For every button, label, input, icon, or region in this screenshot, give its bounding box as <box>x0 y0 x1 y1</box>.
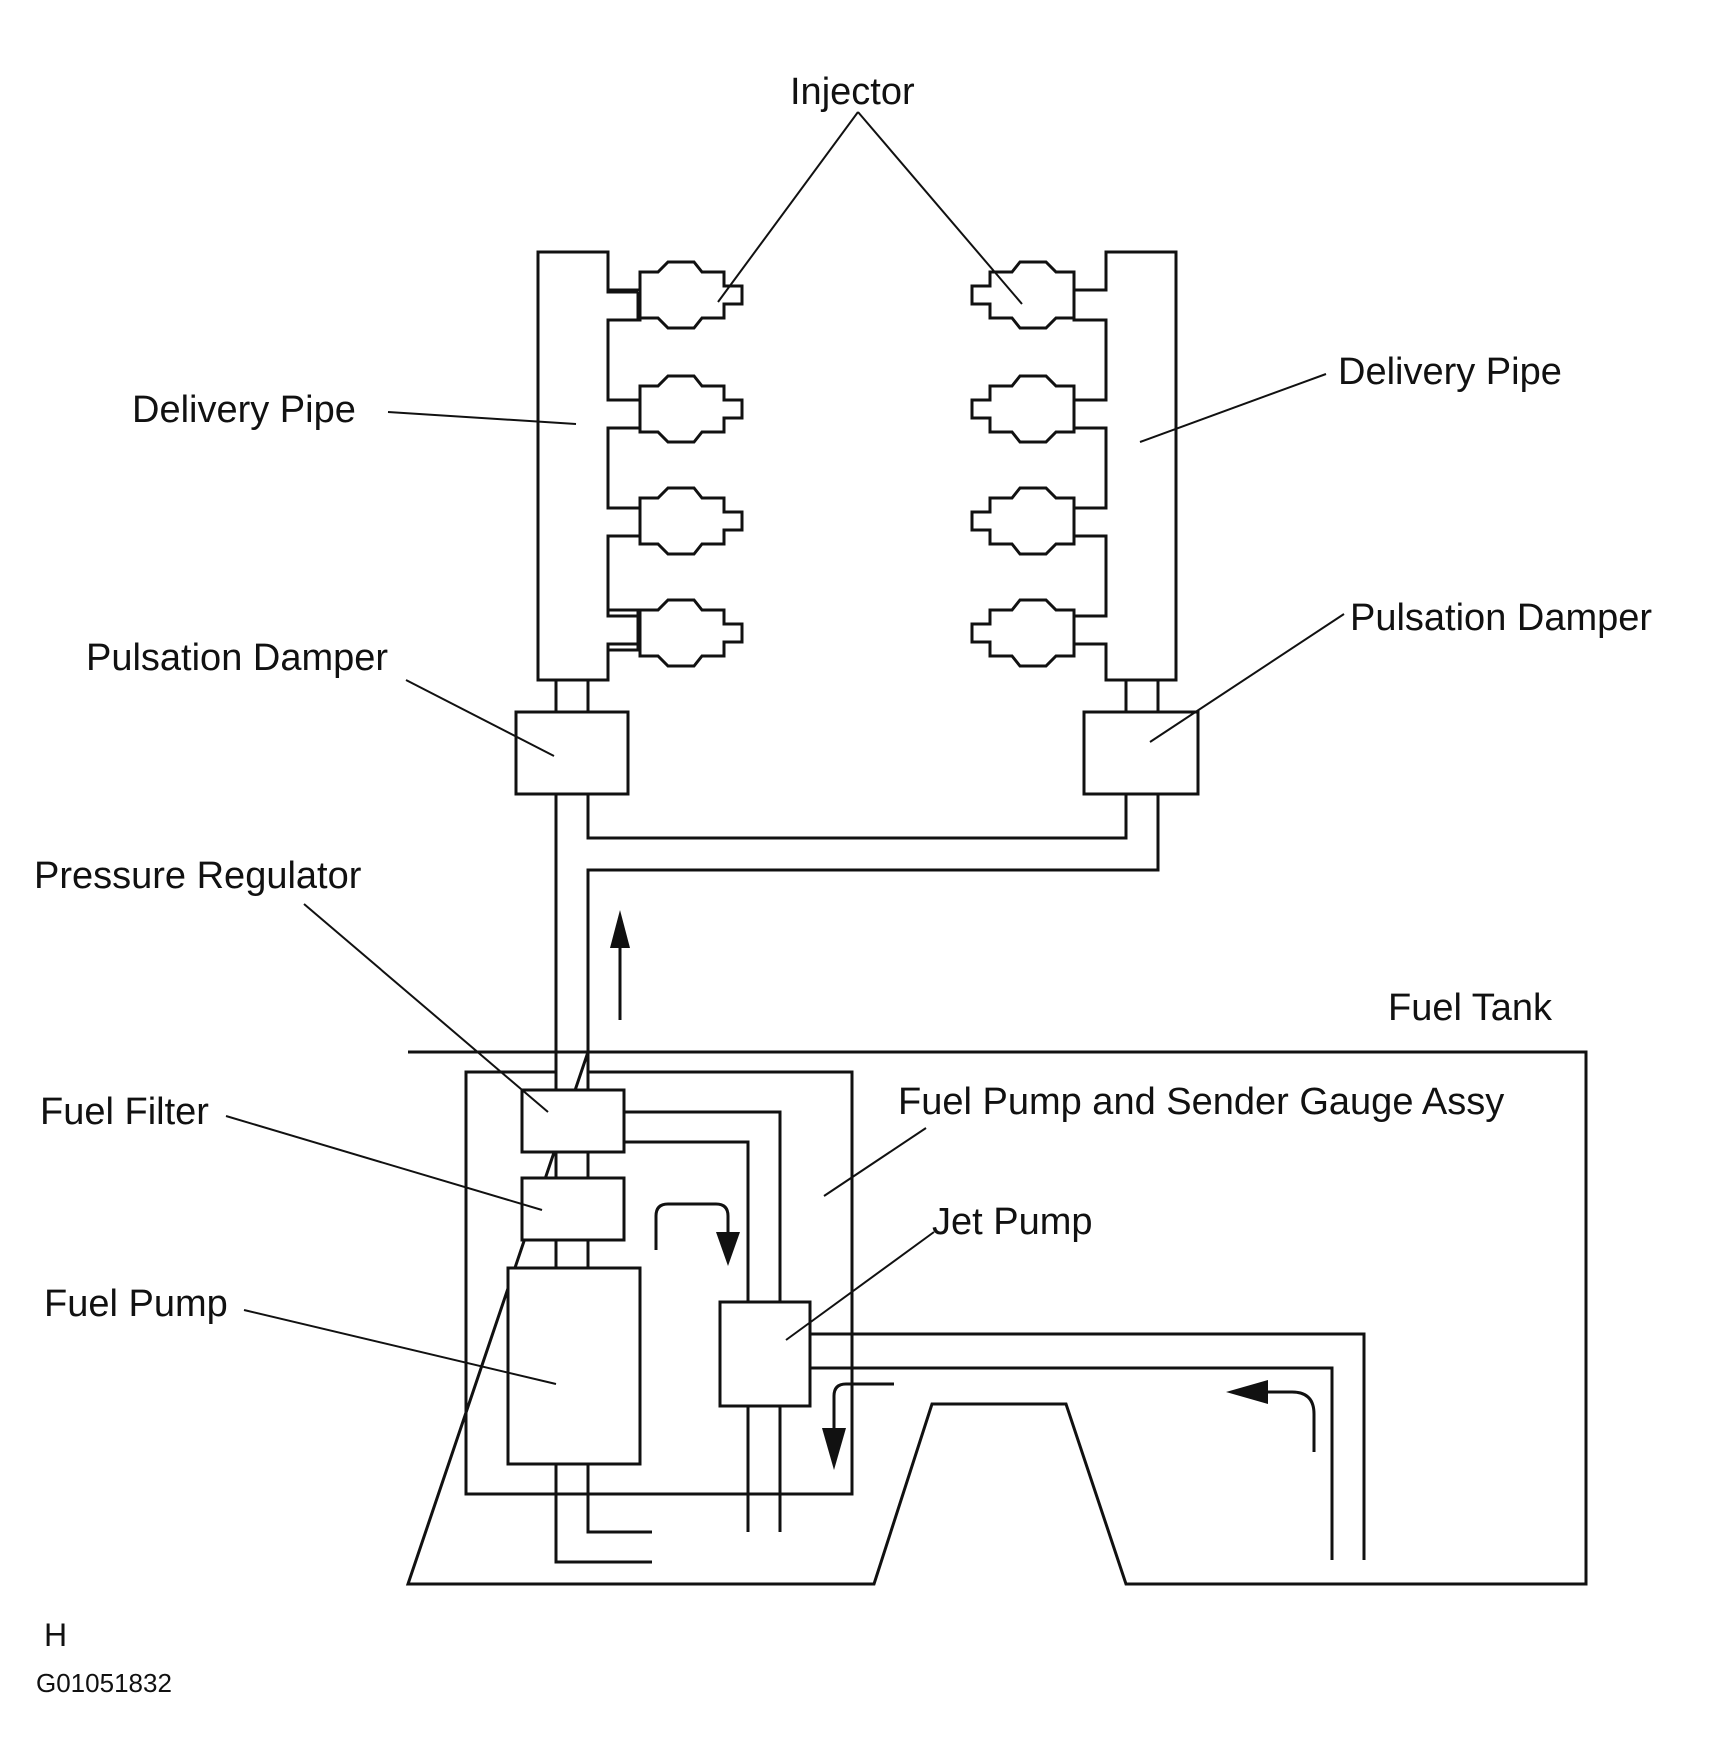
label-fuel-pump-assy: Fuel Pump and Sender Gauge Assy <box>898 1081 1504 1123</box>
corner-mark: H <box>44 1617 67 1653</box>
label-delivery-pipe-right: Delivery Pipe <box>1338 351 1562 393</box>
label-delivery-pipe-left: Delivery Pipe <box>132 389 356 431</box>
figure-code: G01051832 <box>36 1668 172 1698</box>
label-fuel-tank: Fuel Tank <box>1388 987 1553 1029</box>
pulsation-damper-left <box>514 680 630 796</box>
injector-right-2 <box>970 374 1076 444</box>
jet-pump <box>718 1300 1366 1560</box>
injector-right-4 <box>970 598 1076 668</box>
injector-left-4 <box>638 598 744 668</box>
label-pulsation-damper-right: Pulsation Damper <box>1350 597 1652 639</box>
pressure-regulator <box>520 1088 782 1532</box>
injector-group-right <box>970 260 1076 668</box>
flow-arrow-jet-left <box>822 1382 894 1470</box>
label-pressure-regulator: Pressure Regulator <box>34 855 362 897</box>
label-injector: Injector <box>790 71 915 113</box>
injector-group-left <box>638 260 744 668</box>
injector-left-1 <box>638 260 744 330</box>
delivery-pipe-right <box>1072 250 1178 682</box>
delivery-pipe-left <box>536 250 642 682</box>
fuel-supply-line <box>554 794 1160 1090</box>
fuel-filter <box>520 1152 626 1242</box>
injector-left-3 <box>638 486 744 556</box>
fuel-pump <box>506 1240 652 1564</box>
pulsation-damper-right <box>1082 680 1200 796</box>
injector-right-3 <box>970 486 1076 556</box>
flow-arrow-up <box>610 910 630 1020</box>
label-fuel-filter: Fuel Filter <box>40 1091 209 1133</box>
injector-left-2 <box>638 374 744 444</box>
label-pulsation-damper-left: Pulsation Damper <box>86 637 388 679</box>
injector-right-1 <box>970 260 1076 330</box>
leader-lines <box>225 111 1345 1385</box>
label-jet-pump: Jet Pump <box>932 1201 1093 1243</box>
fuel-pump-assy <box>464 1070 854 1496</box>
flow-arrow-curve-down <box>654 1202 740 1266</box>
flow-arrow-return-right <box>1226 1380 1316 1452</box>
label-fuel-pump: Fuel Pump <box>44 1283 228 1325</box>
fuel-tank <box>405 1050 1588 1586</box>
